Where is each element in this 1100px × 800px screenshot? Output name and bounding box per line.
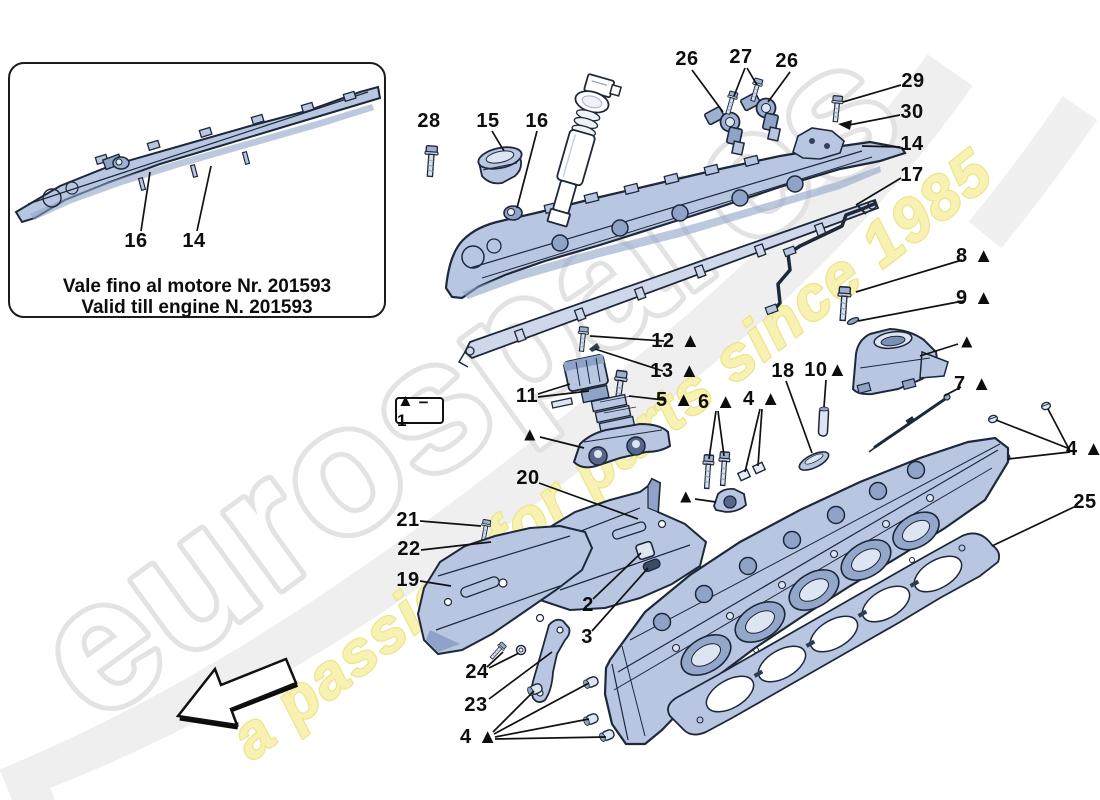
callout-28: 28 [417,110,441,132]
callout-triangle-camcap-small: ▲ [676,486,696,508]
head-gasket [667,532,1001,736]
callout-22: 22 [397,538,421,560]
callout-11: 11 [515,385,539,407]
callout-20: 20 [516,467,540,489]
thermostat-housing [851,327,949,396]
direction-arrow [175,657,299,730]
callout-16: 16 [525,110,549,132]
plug-4-right-1 [987,414,999,424]
callout-12: 12 ▲ [651,330,701,352]
callout-14: 14 [900,133,924,155]
cylinder-head [603,436,1010,746]
leader-arrowhead-30 [838,120,852,130]
oil-filler-cap [477,146,523,185]
ignition-coil [546,73,623,228]
oil-dipstick-rod [868,393,951,453]
callout-23: 23 [464,694,488,716]
plug-4-right-2 [1040,401,1052,411]
bush-4-4 [599,729,615,742]
callout-13: 13 ▲ [650,360,700,382]
callout-26-right: 26 [775,50,799,72]
inset-note-english: Valid till engine N. 201593 [81,297,313,318]
callout-4-mid: 4 ▲ [743,388,781,410]
vvt-solenoid [550,354,637,435]
callout-6: 6 ▲ [698,391,736,413]
valve-cover [444,127,907,300]
callout-26-left: 26 [675,48,699,70]
callout-4-right: 4 ▲ [1066,438,1100,460]
callout-17: 17 [900,164,924,186]
callout-18: 18 [771,360,795,382]
inset-validity-box [8,62,386,318]
callout-19: 19 [396,569,420,591]
heat-shield-lower [416,524,594,656]
dowel-pin-10 [817,406,830,437]
callout-5: 5 ▲ [656,389,694,411]
washer-24 [515,644,527,656]
cam-cap-small [713,487,747,513]
callout-triangle-camcap-large: ▲ [520,424,540,446]
inset-valve-cover [14,85,382,232]
callout-7: 7 ▲ [954,373,992,395]
washer-9 [846,316,860,326]
callout-4-bottom: 4 ▲ [460,726,498,748]
callout-triangle-thermostat: ▲ [957,331,977,353]
bolt-6-b [716,450,732,487]
bolt-28 [422,144,440,178]
callout-24: 24 [465,661,489,683]
bush-4-2 [583,676,599,689]
cam-plug [798,451,830,471]
callout-27: 27 [729,46,753,68]
callout-8: 8 ▲ [956,245,994,267]
callout-15: 15 [476,110,500,132]
callout-21: 21 [396,509,420,531]
callout-25: 25 [1073,491,1097,513]
callout-30: 30 [900,101,924,123]
cover-gasket-rail [457,198,880,368]
inset-note-italian: Vale fino al motore Nr. 201593 [62,276,332,297]
cam-sensor-left [704,106,746,156]
nut-4-b [751,461,767,475]
inset-callout-16: 16 [124,230,148,252]
nut-4-a [736,468,752,482]
legend-triangle-equals-one: ▲ = 1 [395,391,444,430]
callout-9: 9 ▲ [956,287,994,309]
clip-13 [589,343,600,352]
callout-2: 2 [582,594,594,616]
washer-24-hole [518,647,524,653]
spacer-2 [635,540,656,561]
callout-3: 3 [581,626,593,648]
bolt-6-a [700,453,716,490]
inset-callout-14: 14 [182,230,206,252]
leader-lines [419,67,1075,740]
cam-cap-large [572,422,672,469]
oil-pipe [764,202,876,316]
callout-10: 10▲ [804,359,848,381]
callout-29: 29 [901,70,925,92]
